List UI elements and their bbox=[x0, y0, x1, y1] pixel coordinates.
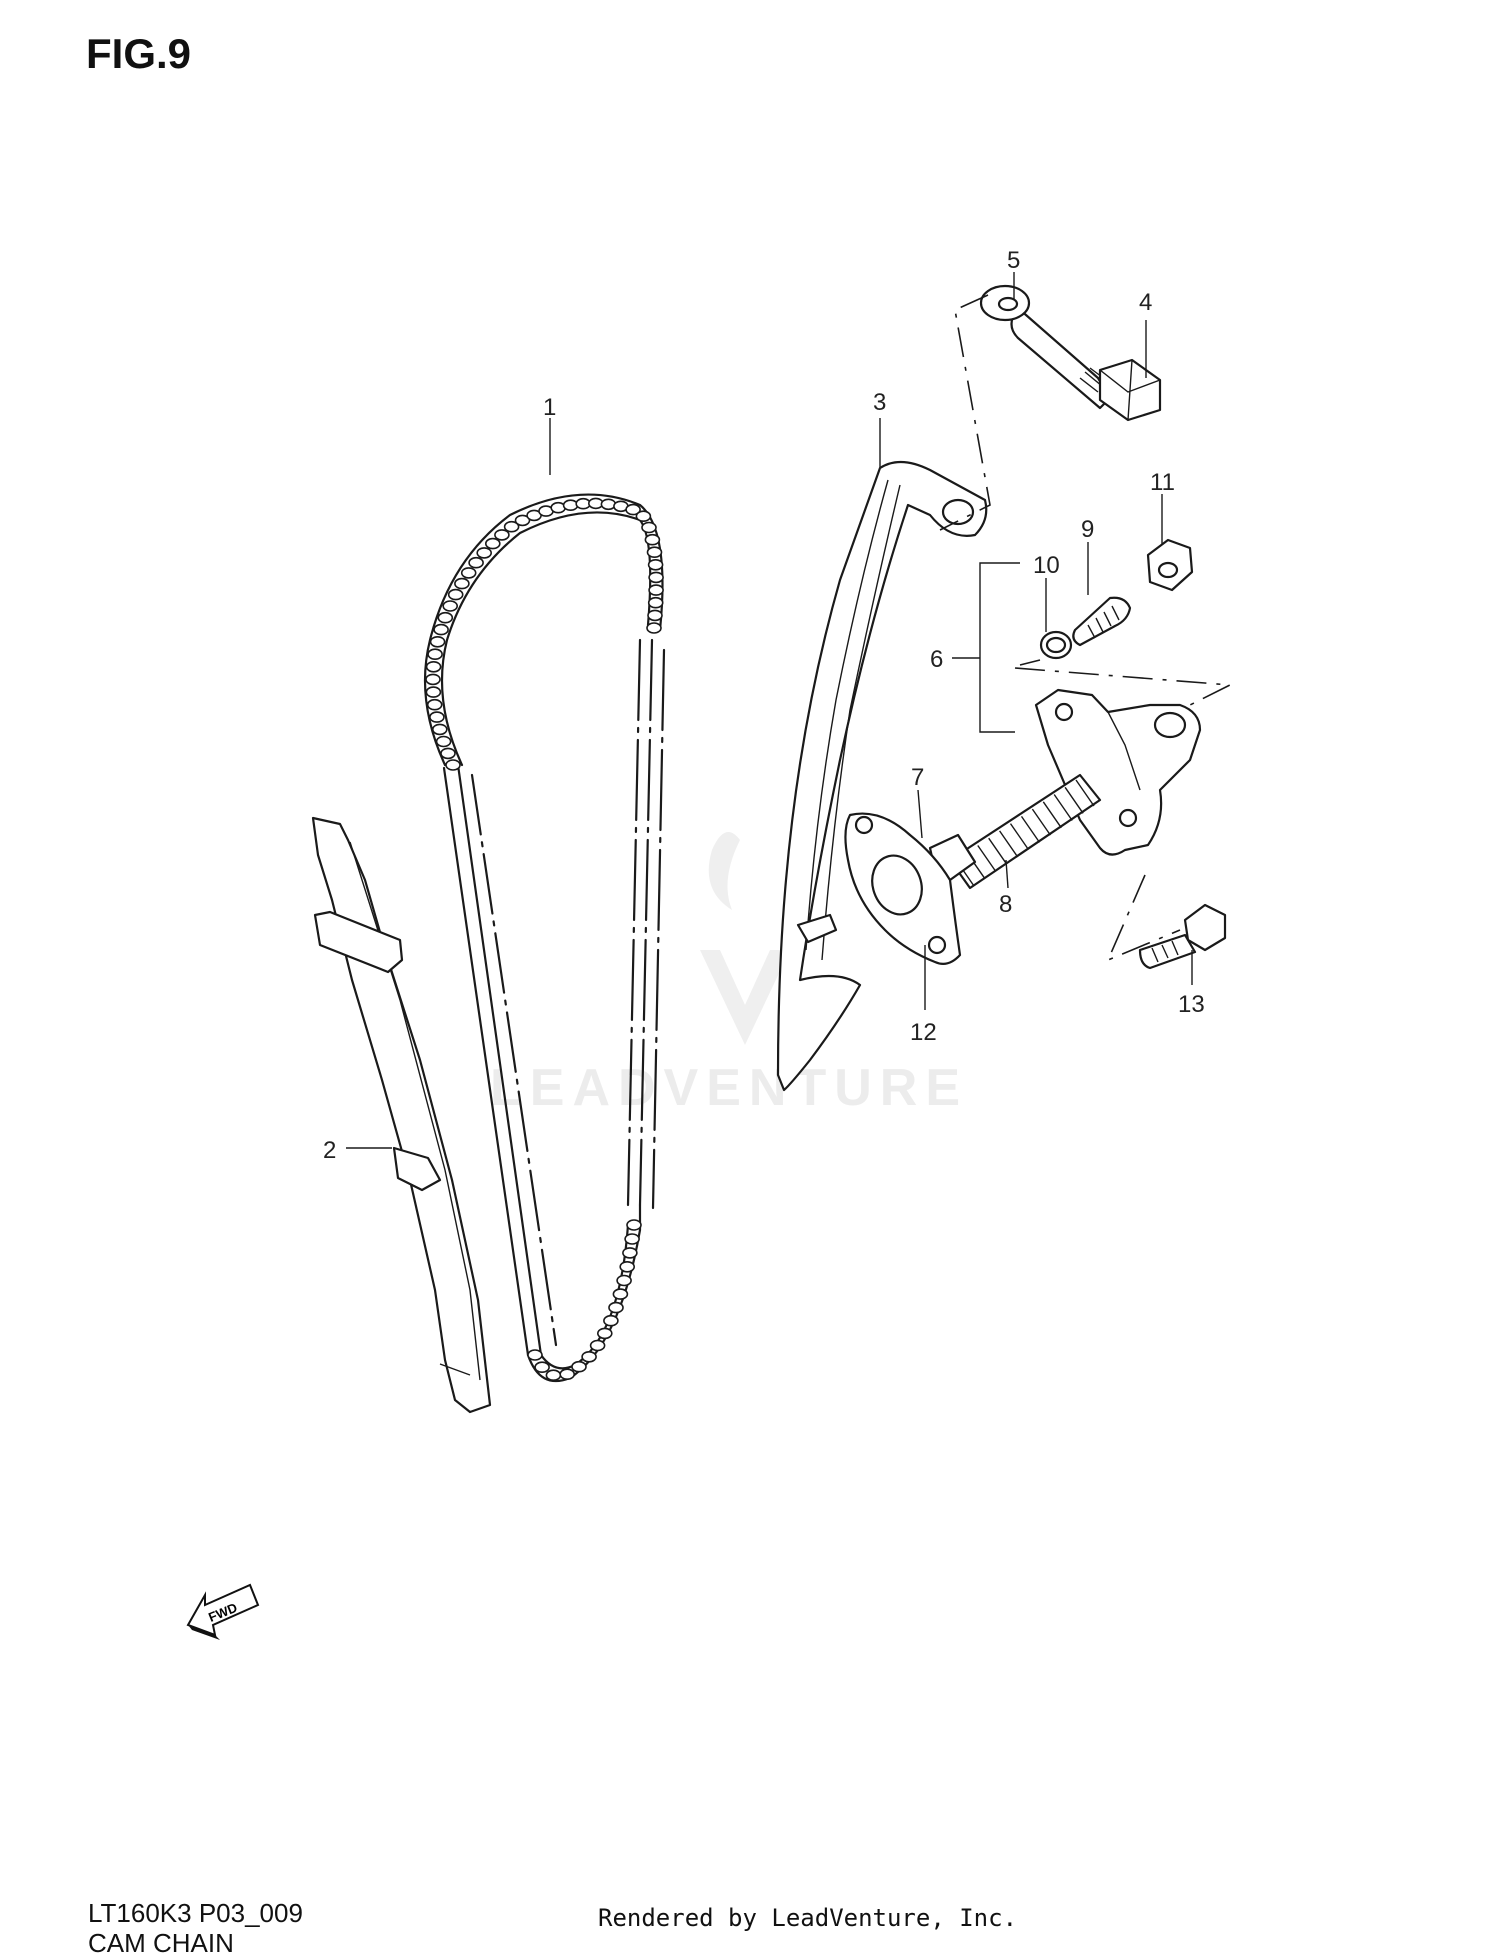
fwd-arrow-icon: FWD bbox=[186, 1583, 260, 1640]
chain-link bbox=[612, 1288, 629, 1300]
spring[interactable] bbox=[948, 773, 1102, 890]
chain-link bbox=[431, 723, 448, 736]
gasket[interactable] bbox=[844, 812, 962, 965]
chain-link bbox=[527, 1349, 543, 1361]
chain-link bbox=[624, 1233, 640, 1245]
cam-chain[interactable] bbox=[423, 493, 666, 1383]
chain-link bbox=[468, 556, 484, 569]
chain-link bbox=[641, 521, 657, 534]
render-credit: Rendered by LeadVenture, Inc. bbox=[598, 1904, 1018, 1932]
o-ring[interactable] bbox=[1039, 630, 1073, 660]
chain-link bbox=[484, 537, 501, 550]
chain-link bbox=[608, 1301, 624, 1314]
chain-link bbox=[646, 622, 662, 634]
chain-link bbox=[626, 1219, 642, 1231]
chain-link bbox=[603, 1314, 619, 1327]
chain-link bbox=[442, 600, 459, 612]
chain-link bbox=[426, 698, 443, 711]
chain-link bbox=[534, 1361, 550, 1373]
washer[interactable] bbox=[979, 284, 1031, 322]
chain-link bbox=[514, 514, 531, 527]
chain-link bbox=[425, 673, 441, 686]
chain-link bbox=[622, 1247, 638, 1259]
chain-link bbox=[454, 577, 470, 590]
callout-3: 3 bbox=[873, 389, 886, 416]
lock-nut[interactable] bbox=[1146, 538, 1194, 592]
leader-lines bbox=[346, 272, 1193, 1149]
chain-link bbox=[460, 567, 477, 579]
callout-8: 8 bbox=[999, 891, 1012, 918]
chain-link bbox=[447, 588, 464, 601]
chain-link bbox=[562, 499, 579, 512]
chain-link bbox=[503, 520, 520, 533]
callout-2: 2 bbox=[323, 1137, 336, 1164]
bracket-6 bbox=[979, 562, 1020, 733]
chain-link bbox=[429, 635, 446, 648]
chain-link bbox=[437, 611, 454, 624]
chain-link bbox=[648, 584, 664, 596]
watermark-text: LEADVENTURE bbox=[490, 1059, 968, 1117]
chain-link bbox=[648, 571, 664, 584]
cam-chain-guide[interactable] bbox=[311, 816, 492, 1414]
chain-link bbox=[433, 623, 449, 636]
chain-link bbox=[646, 546, 663, 559]
chain-link bbox=[644, 533, 661, 546]
chain-link bbox=[427, 648, 443, 661]
tensioner-adjuster-assembly[interactable] bbox=[1034, 688, 1202, 856]
callout-13: 13 bbox=[1178, 991, 1205, 1018]
chain-link bbox=[647, 596, 664, 609]
chain-link bbox=[425, 686, 442, 698]
chain-link bbox=[545, 1369, 562, 1381]
chain-link bbox=[559, 1368, 576, 1380]
callout-5: 5 bbox=[1007, 247, 1020, 274]
chain-link bbox=[647, 609, 663, 622]
cam-chain-tensioner[interactable] bbox=[776, 460, 988, 1092]
adjuster-screw[interactable] bbox=[1072, 596, 1132, 647]
chain-link bbox=[635, 510, 652, 523]
chain-link bbox=[589, 1339, 606, 1352]
chain-link bbox=[619, 1261, 636, 1273]
callout-12: 12 bbox=[910, 1019, 937, 1046]
callout-10: 10 bbox=[1033, 552, 1060, 579]
adjuster-bolt[interactable] bbox=[1138, 903, 1227, 970]
chain-link bbox=[476, 547, 493, 559]
chain-link bbox=[616, 1274, 632, 1287]
callout-6: 6 bbox=[930, 646, 943, 673]
callout-9: 9 bbox=[1081, 516, 1094, 543]
figure-title: FIG.9 bbox=[86, 30, 192, 77]
chain-link bbox=[425, 660, 442, 673]
chain-link bbox=[647, 558, 664, 571]
chain-link bbox=[600, 498, 617, 511]
leader-bracket-4-5 bbox=[939, 294, 991, 531]
leadventure-watermark: LEADVENTURE bbox=[490, 832, 968, 1117]
chain-link bbox=[435, 735, 452, 748]
chain-link bbox=[571, 1360, 587, 1373]
chain-link bbox=[596, 1327, 613, 1340]
callout-7: 7 bbox=[911, 764, 924, 791]
chain-link-pattern bbox=[425, 497, 664, 1381]
callout-11: 11 bbox=[1150, 469, 1175, 496]
chain-link bbox=[429, 711, 445, 723]
chain-link bbox=[445, 759, 461, 771]
callout-1: 1 bbox=[543, 394, 556, 421]
chain-link bbox=[625, 503, 641, 516]
callout-4: 4 bbox=[1139, 289, 1152, 316]
chain-link bbox=[440, 747, 456, 760]
model-code: LT160K3 P03_009 bbox=[88, 1898, 303, 1928]
tensioner-bolt[interactable] bbox=[1010, 306, 1162, 422]
diagram-name: CAM CHAIN bbox=[88, 1928, 234, 1958]
chain-link bbox=[494, 529, 510, 541]
chain-link bbox=[581, 1351, 597, 1363]
